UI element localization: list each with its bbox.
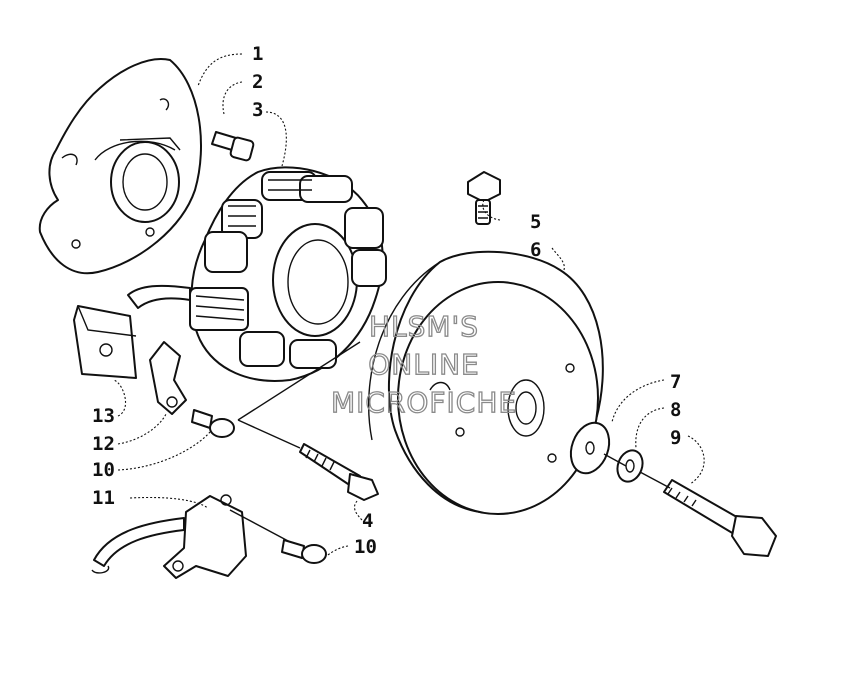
callout-11: 11 (92, 487, 115, 509)
stator-bolt (299, 443, 379, 501)
alignment-line (237, 419, 301, 449)
flywheel-bolt (663, 479, 777, 557)
callout-1: 1 (252, 43, 263, 65)
washer (569, 421, 611, 475)
leader-line (611, 379, 665, 423)
watermark-line-3: MICROFICHE (331, 386, 517, 419)
leader-line (265, 111, 287, 167)
leader-line (551, 247, 565, 271)
pulser-coil (91, 494, 247, 579)
flywheel (368, 250, 604, 515)
callout-5: 5 (530, 211, 541, 233)
callout-10-upper: 10 (92, 459, 115, 481)
leader-line (482, 199, 501, 221)
callout-8: 8 (670, 399, 681, 421)
alignment-line (639, 471, 671, 489)
alignment-line (229, 509, 291, 543)
stator-wire (127, 284, 191, 309)
callout-10-lower: 10 (354, 536, 377, 558)
callout-3: 3 (252, 99, 263, 121)
leader-line (635, 407, 665, 449)
leader-line (117, 413, 167, 445)
stator-coil (189, 166, 387, 382)
leader-line (129, 496, 209, 509)
watermark: HLSM'S ONLINE MICROFICHE (330, 309, 517, 419)
leader-line (197, 53, 243, 87)
watermark-line-1: HLSM'S (369, 310, 479, 343)
callout-2: 2 (252, 71, 263, 93)
leader-line (687, 435, 705, 485)
pulser-screw (281, 539, 327, 564)
leader-line (117, 431, 211, 471)
callout-6: 6 (530, 239, 541, 261)
insulator-pad (73, 305, 137, 379)
callout-9: 9 (670, 427, 681, 449)
callout-12: 12 (92, 433, 115, 455)
callout-4: 4 (362, 510, 373, 532)
leader-line (222, 81, 243, 115)
stator-screw (211, 131, 255, 162)
alignment-line (603, 453, 627, 467)
alignment-line (237, 341, 361, 421)
lock-washer (616, 449, 644, 483)
leader-line (113, 379, 127, 417)
stator-plate (38, 58, 203, 275)
watermark-line-2: ONLINE (368, 348, 479, 381)
flange-bolt (467, 171, 501, 225)
callout-13: 13 (92, 405, 115, 427)
bracket-screw (191, 409, 235, 438)
leader-line (353, 499, 363, 521)
pickup-bracket (149, 341, 187, 415)
leader-line (325, 545, 349, 557)
callout-7: 7 (670, 371, 681, 393)
